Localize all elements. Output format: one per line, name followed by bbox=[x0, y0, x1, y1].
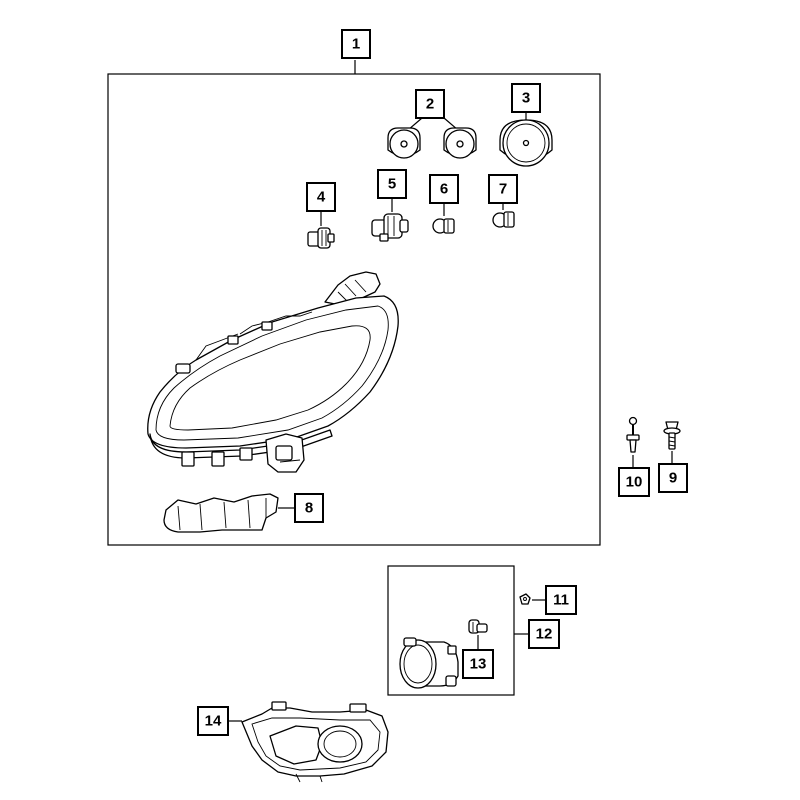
callout-5-label: 5 bbox=[388, 176, 396, 193]
headlamp-housing bbox=[147, 271, 399, 473]
screw-10 bbox=[626, 416, 640, 453]
callout-9-label: 9 bbox=[669, 470, 677, 487]
callout-4[interactable]: 4 bbox=[306, 182, 336, 212]
callout-14-label: 14 bbox=[205, 713, 222, 730]
callout-13[interactable]: 13 bbox=[462, 649, 494, 679]
callout-9[interactable]: 9 bbox=[658, 463, 688, 493]
callout-14[interactable]: 14 bbox=[197, 706, 229, 736]
callout-8-label: 8 bbox=[305, 500, 313, 517]
callout-1[interactable]: 1 bbox=[341, 29, 371, 59]
callout-11[interactable]: 11 bbox=[545, 585, 577, 615]
fog-lamp-bezel bbox=[241, 701, 389, 783]
callout-10-label: 10 bbox=[626, 474, 643, 491]
callout-4-label: 4 bbox=[317, 189, 326, 206]
callout-7-label: 7 bbox=[499, 181, 507, 198]
callout-12[interactable]: 12 bbox=[528, 619, 560, 649]
callout-7[interactable]: 7 bbox=[488, 174, 518, 204]
bolt-9 bbox=[663, 421, 681, 450]
headlamp-assembly-frame bbox=[107, 73, 601, 546]
callout-3-label: 3 bbox=[522, 90, 530, 107]
nut-11 bbox=[519, 593, 531, 605]
callout-13-label: 13 bbox=[470, 656, 487, 673]
dust-cap-large bbox=[499, 119, 553, 167]
dust-cap-small-right bbox=[443, 127, 477, 159]
callout-8[interactable]: 8 bbox=[294, 493, 324, 523]
callout-10[interactable]: 10 bbox=[618, 467, 650, 497]
fog-lamp-assembly-frame bbox=[387, 565, 515, 696]
callout-3[interactable]: 3 bbox=[511, 83, 541, 113]
bulb-7 bbox=[492, 211, 515, 228]
bulb-4 bbox=[307, 227, 335, 249]
callout-12-label: 12 bbox=[536, 626, 553, 643]
callout-6-label: 6 bbox=[440, 181, 448, 198]
headlamp-mounting-bracket bbox=[163, 493, 279, 533]
fog-lamp bbox=[399, 637, 459, 689]
bulb-5 bbox=[371, 213, 409, 242]
callout-2-label: 2 bbox=[426, 96, 434, 113]
bulb-6 bbox=[432, 218, 455, 234]
callout-11-label: 11 bbox=[553, 592, 569, 609]
dust-cap-small-left bbox=[387, 127, 421, 159]
fog-bulb-13 bbox=[468, 619, 488, 634]
callout-2[interactable]: 2 bbox=[415, 89, 445, 119]
callout-5[interactable]: 5 bbox=[377, 169, 407, 199]
callout-1-label: 1 bbox=[352, 36, 360, 53]
callout-6[interactable]: 6 bbox=[429, 174, 459, 204]
